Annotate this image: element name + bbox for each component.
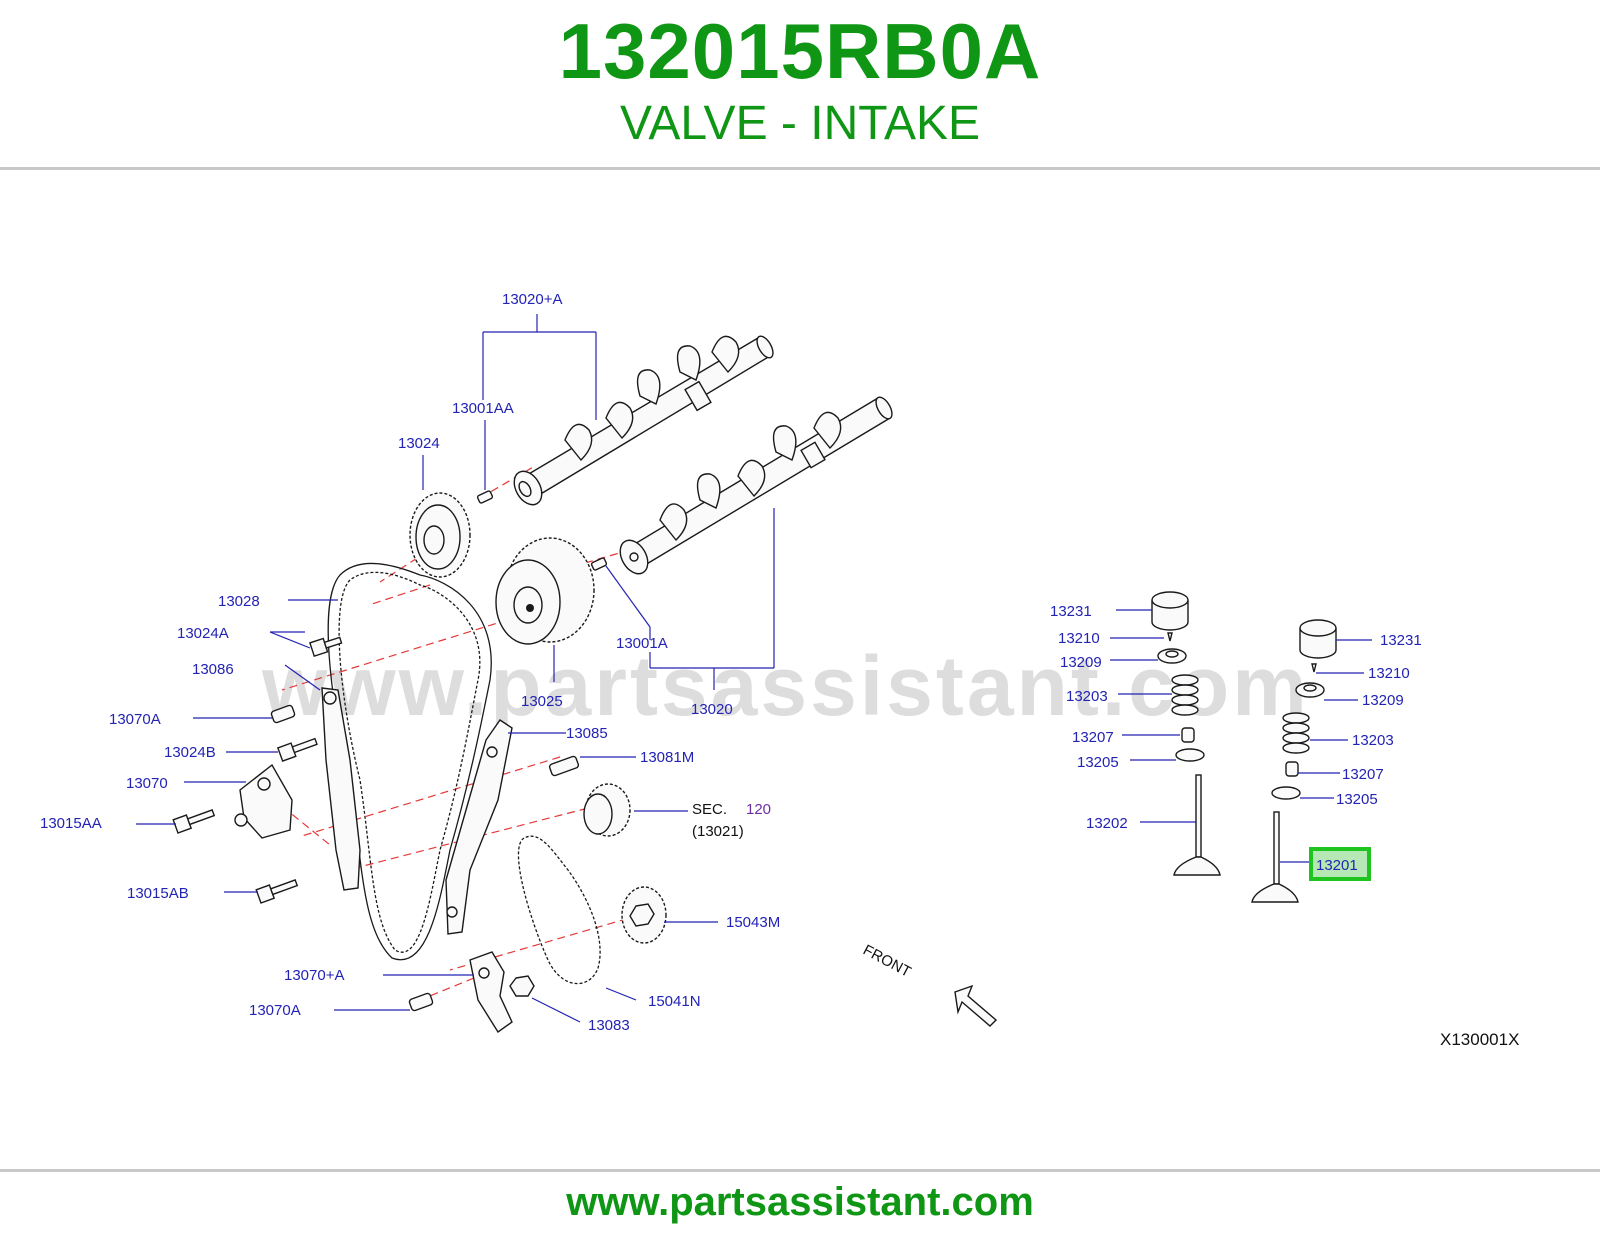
label-13209-right[interactable]: 13209 [1362, 692, 1404, 709]
label-13081m[interactable]: 13081M [640, 749, 694, 766]
header-divider [0, 167, 1600, 170]
label-13205-right[interactable]: 13205 [1336, 791, 1378, 808]
sec-sub: (13021) [692, 823, 744, 840]
watermark-text: www.partsassistant.com [261, 639, 1310, 733]
label-13001aa[interactable]: 13001AA [452, 400, 514, 417]
label-13210-right[interactable]: 13210 [1368, 665, 1410, 682]
crankshaft-sprocket [583, 783, 631, 837]
dowels [270, 704, 580, 1012]
intake-camshaft [513, 335, 774, 506]
label-13001a[interactable]: 13001A [616, 635, 668, 652]
label-13024[interactable]: 13024 [398, 435, 440, 452]
label-15041n[interactable]: 15041N [648, 993, 701, 1010]
label-13210-left[interactable]: 13210 [1058, 630, 1100, 647]
part-number-title: 132015RB0A [558, 7, 1042, 95]
label-15043m[interactable]: 15043M [726, 914, 780, 931]
label-13203-left[interactable]: 13203 [1066, 688, 1108, 705]
label-13015ab[interactable]: 13015AB [127, 885, 189, 902]
label-13024b[interactable]: 13024B [164, 744, 216, 761]
oil-pump-chain [517, 835, 601, 985]
label-13028[interactable]: 13028 [218, 593, 260, 610]
front-arrow-icon [954, 984, 998, 1027]
label-13024a[interactable]: 13024A [177, 625, 229, 642]
footer-url-link[interactable]: www.partsassistant.com [566, 1180, 1034, 1224]
valve-train-left [1151, 591, 1221, 876]
footer-divider [0, 1169, 1600, 1172]
chain-guide-right [445, 719, 513, 935]
header: 132015RB0A VALVE - INTAKE [0, 0, 1600, 168]
label-13025[interactable]: 13025 [521, 693, 563, 710]
label-13231-left[interactable]: 13231 [1050, 603, 1092, 620]
dowel-pin-lower [590, 557, 608, 571]
bolts [172, 636, 343, 904]
chain-tensioner [234, 763, 293, 839]
valve-train-right [1251, 619, 1337, 903]
label-13201-highlight [1309, 847, 1371, 881]
label-13020[interactable]: 13020 [691, 701, 733, 718]
nut [509, 975, 535, 997]
diagram-code: X130001X [1440, 1030, 1519, 1049]
label-13070-plus-a[interactable]: 13070+A [284, 967, 344, 984]
label-13205-left[interactable]: 13205 [1077, 754, 1119, 771]
part-labels: 13020+A 13001AA 13024 13028 13024A 13086… [40, 291, 1519, 1049]
label-13202[interactable]: 13202 [1086, 815, 1128, 832]
label-13231-right[interactable]: 13231 [1380, 632, 1422, 649]
oil-pump-sprocket [621, 886, 667, 944]
cam-phaser-sprocket [495, 537, 595, 645]
leader-lines [136, 314, 1372, 1023]
label-13207-right[interactable]: 13207 [1342, 766, 1384, 783]
label-13085[interactable]: 13085 [566, 725, 608, 742]
exhaust-camshaft [619, 396, 893, 575]
part-name-subtitle: VALVE - INTAKE [619, 97, 981, 150]
label-13207-left[interactable]: 13207 [1072, 729, 1114, 746]
label-13070a-lower[interactable]: 13070A [249, 1002, 301, 1019]
label-13070a-upper[interactable]: 13070A [109, 711, 161, 728]
label-13015aa[interactable]: 13015AA [40, 815, 102, 832]
camshaft-sprocket [409, 492, 471, 578]
label-13086[interactable]: 13086 [192, 661, 234, 678]
sec-number[interactable]: 120 [746, 801, 771, 818]
front-label: FRONT [860, 942, 914, 981]
label-13201[interactable]: 13201 [1316, 857, 1358, 874]
tensioner-arm [321, 687, 361, 891]
oil-pump-tensioner [469, 951, 513, 1034]
label-13020-a[interactable]: 13020+A [502, 291, 562, 308]
label-13070[interactable]: 13070 [126, 775, 168, 792]
dowel-pin-upper [476, 490, 494, 504]
label-13203-right[interactable]: 13203 [1352, 732, 1394, 749]
sec-prefix: SEC. [692, 801, 727, 818]
label-13083[interactable]: 13083 [588, 1017, 630, 1034]
label-13209-left[interactable]: 13209 [1060, 654, 1102, 671]
timing-chain [338, 571, 481, 953]
